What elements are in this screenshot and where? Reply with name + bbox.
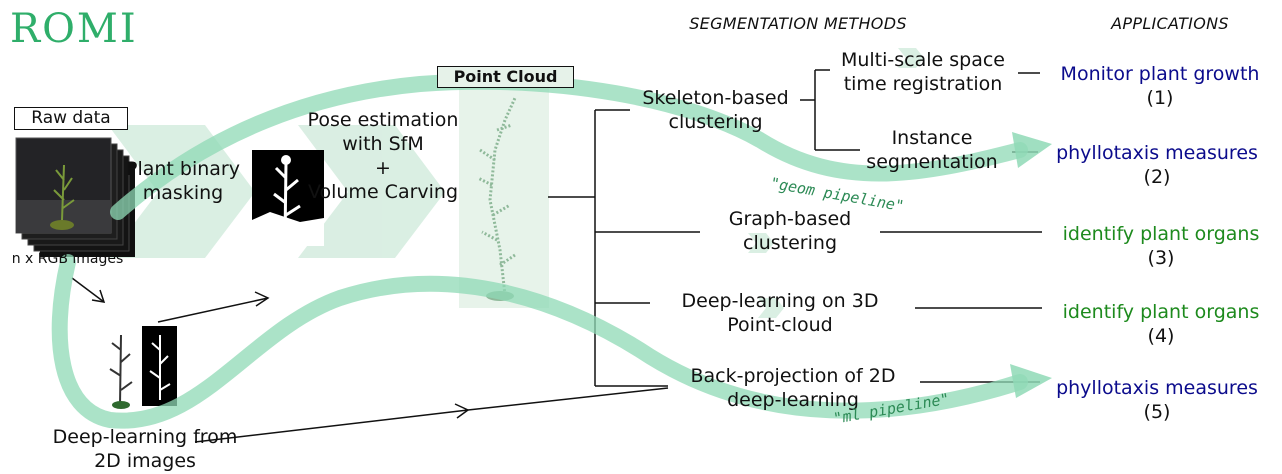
backproj-line-2: deep-learning <box>727 389 859 411</box>
method-back-projection: Back-projection of 2D deep-learning <box>668 364 918 412</box>
binary-mask-image <box>252 150 324 246</box>
dl3d-line-1: Deep-learning on 3D <box>681 290 879 312</box>
chevron-small-2 <box>748 233 774 253</box>
raw-data-box: Raw data <box>14 107 128 130</box>
multiscale-line-1: Multi-scale space <box>840 49 1006 71</box>
backproj-line-1: Back-projection of 2D <box>690 365 896 387</box>
header-applications: APPLICATIONS <box>1111 14 1229 33</box>
connector-lines <box>71 69 1042 443</box>
graph-line-2: clustering <box>743 232 837 254</box>
application-3-number: (3) <box>1147 247 1175 269</box>
skeleton-line-1: Skeleton-based <box>642 87 789 109</box>
method-graph-clustering: Graph-based clustering <box>700 207 880 255</box>
multiscale-line-2: time registration <box>843 73 1003 95</box>
application-4-number: (4) <box>1147 325 1175 347</box>
header-segmentation-methods: SEGMENTATION METHODS <box>689 14 907 33</box>
application-3-label: identify plant organs <box>1062 223 1260 245</box>
instance-line-2: segmentation <box>866 151 998 173</box>
pose-line-4: Volume Carving <box>307 181 459 203</box>
application-5-label: phyllotaxis measures <box>1056 377 1258 399</box>
masking-line-1: Plant binary <box>126 158 240 180</box>
dl-input-images <box>109 326 177 409</box>
raw-images-stack <box>15 137 135 257</box>
chevron-pose <box>298 125 445 258</box>
step-pose-estimation: Pose estimation with SfM + Volume Carvin… <box>292 108 474 204</box>
application-2-label: phyllotaxis measures <box>1056 142 1258 164</box>
application-1: Monitor plant growth (1) <box>1045 62 1275 110</box>
skeleton-line-2: clustering <box>668 111 763 133</box>
step-deep-learning-2d: Deep-learning from 2D images <box>30 425 260 473</box>
pose-line-1: Pose estimation <box>307 109 459 131</box>
application-4-label: identify plant organs <box>1062 301 1260 323</box>
instance-line-1: Instance <box>891 127 973 149</box>
step-plant-binary-masking: Plant binary masking <box>118 157 248 205</box>
application-1-number: (1) <box>1146 87 1174 109</box>
pose-line-3: + <box>375 157 391 179</box>
chevron-small-1 <box>898 48 924 68</box>
rgb-images-label: n x RGB images <box>11 251 124 267</box>
chevron-small-3 <box>758 298 784 318</box>
dl3d-line-2: Point-cloud <box>727 314 833 336</box>
romi-logo: ROMI <box>10 6 138 52</box>
chevron-masking <box>108 125 255 258</box>
dl2d-line-1: Deep-learning from <box>52 426 238 448</box>
application-5: phyllotaxis measures (5) <box>1042 376 1272 424</box>
point-cloud-label: Point Cloud <box>437 66 574 88</box>
masking-line-2: masking <box>142 182 224 204</box>
application-5-number: (5) <box>1143 401 1171 423</box>
chevron-arrows <box>108 48 924 318</box>
graph-line-1: Graph-based <box>728 208 852 230</box>
application-2: phyllotaxis measures (2) <box>1042 141 1272 189</box>
application-1-label: Monitor plant growth <box>1060 63 1260 85</box>
method-instance-segmentation: Instance segmentation <box>852 126 1012 174</box>
geom-pipeline-arrow <box>110 73 1052 220</box>
method-skeleton-clustering: Skeleton-based clustering <box>628 86 803 134</box>
method-multi-scale-registration: Multi-scale space time registration <box>828 48 1018 96</box>
application-3: identify plant organs (3) <box>1045 222 1277 270</box>
point-cloud-plant <box>477 97 517 296</box>
application-4: identify plant organs (4) <box>1045 300 1277 348</box>
method-deep-learning-3d: Deep-learning on 3D Point-cloud <box>650 289 910 337</box>
application-2-number: (2) <box>1143 166 1171 188</box>
pose-line-2: with SfM <box>342 133 424 155</box>
ml-pipeline-arrow <box>51 254 1052 429</box>
dl2d-line-2: 2D images <box>94 450 196 472</box>
